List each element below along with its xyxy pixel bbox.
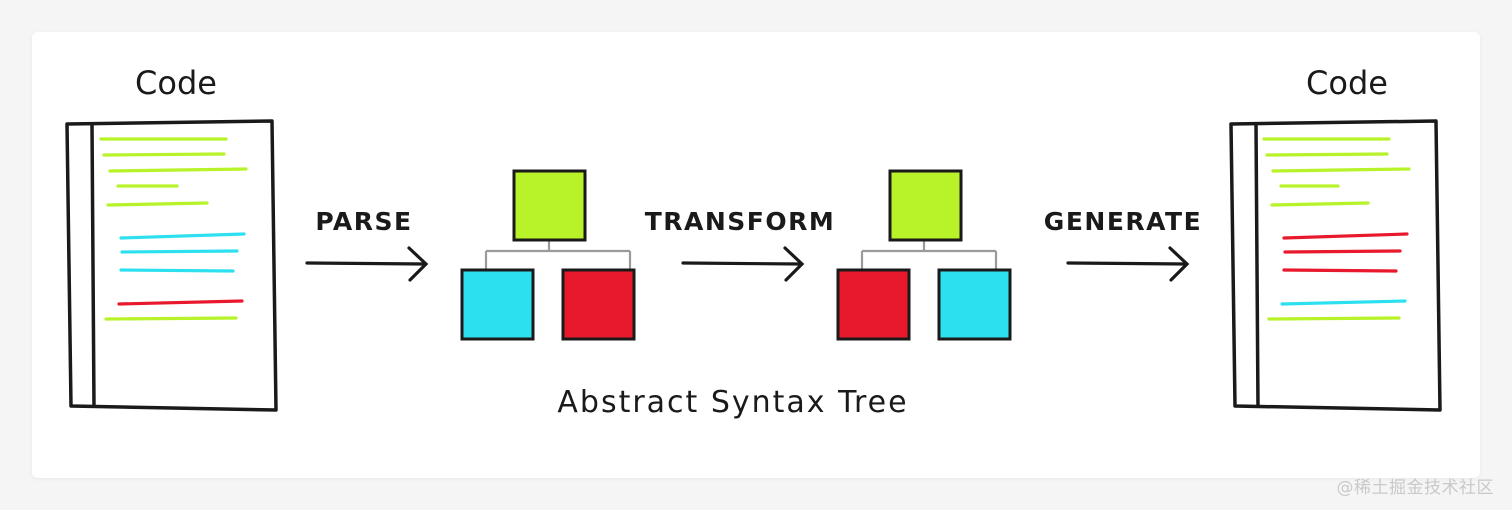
code-line xyxy=(119,268,235,273)
transform-arrow xyxy=(681,246,805,282)
ast-right-child-node xyxy=(561,268,636,341)
parse-label: PARSE xyxy=(315,207,412,236)
code-line xyxy=(104,316,238,321)
code-line xyxy=(106,201,209,207)
code-line xyxy=(1282,232,1409,240)
ast-right-child-node xyxy=(937,268,1012,341)
code-line xyxy=(119,232,246,240)
ast-root-node xyxy=(512,169,587,242)
code-right-label: Code xyxy=(1306,64,1388,102)
ast-root-node xyxy=(888,169,963,242)
ast-tree-transformed xyxy=(836,169,1012,341)
code-line xyxy=(1271,167,1411,173)
code-line xyxy=(1265,152,1389,157)
code-line xyxy=(1283,249,1402,254)
source-code-document xyxy=(65,119,278,412)
watermark: @稀土掘金技术社区 xyxy=(1336,478,1494,498)
code-line xyxy=(117,299,244,306)
generate-label: GENERATE xyxy=(1044,207,1202,236)
generated-code-lines xyxy=(1262,137,1411,321)
parse-arrow xyxy=(305,246,429,282)
code-line xyxy=(120,249,239,254)
generated-code-document xyxy=(1229,119,1442,412)
code-left-label: Code xyxy=(135,64,217,102)
generate-arrow xyxy=(1066,246,1190,282)
ast-left-child-node xyxy=(460,268,535,341)
code-line xyxy=(1267,316,1401,321)
code-line xyxy=(108,167,248,173)
ast-caption: Abstract Syntax Tree xyxy=(557,385,908,420)
code-line xyxy=(102,152,226,157)
transform-label: TRANSFORM xyxy=(645,207,836,236)
code-line xyxy=(1282,268,1398,273)
ast-left-child-node xyxy=(836,268,911,341)
ast-tree-original xyxy=(460,169,636,341)
code-line xyxy=(1280,299,1407,306)
source-code-lines xyxy=(99,137,248,321)
code-line xyxy=(1270,201,1370,207)
